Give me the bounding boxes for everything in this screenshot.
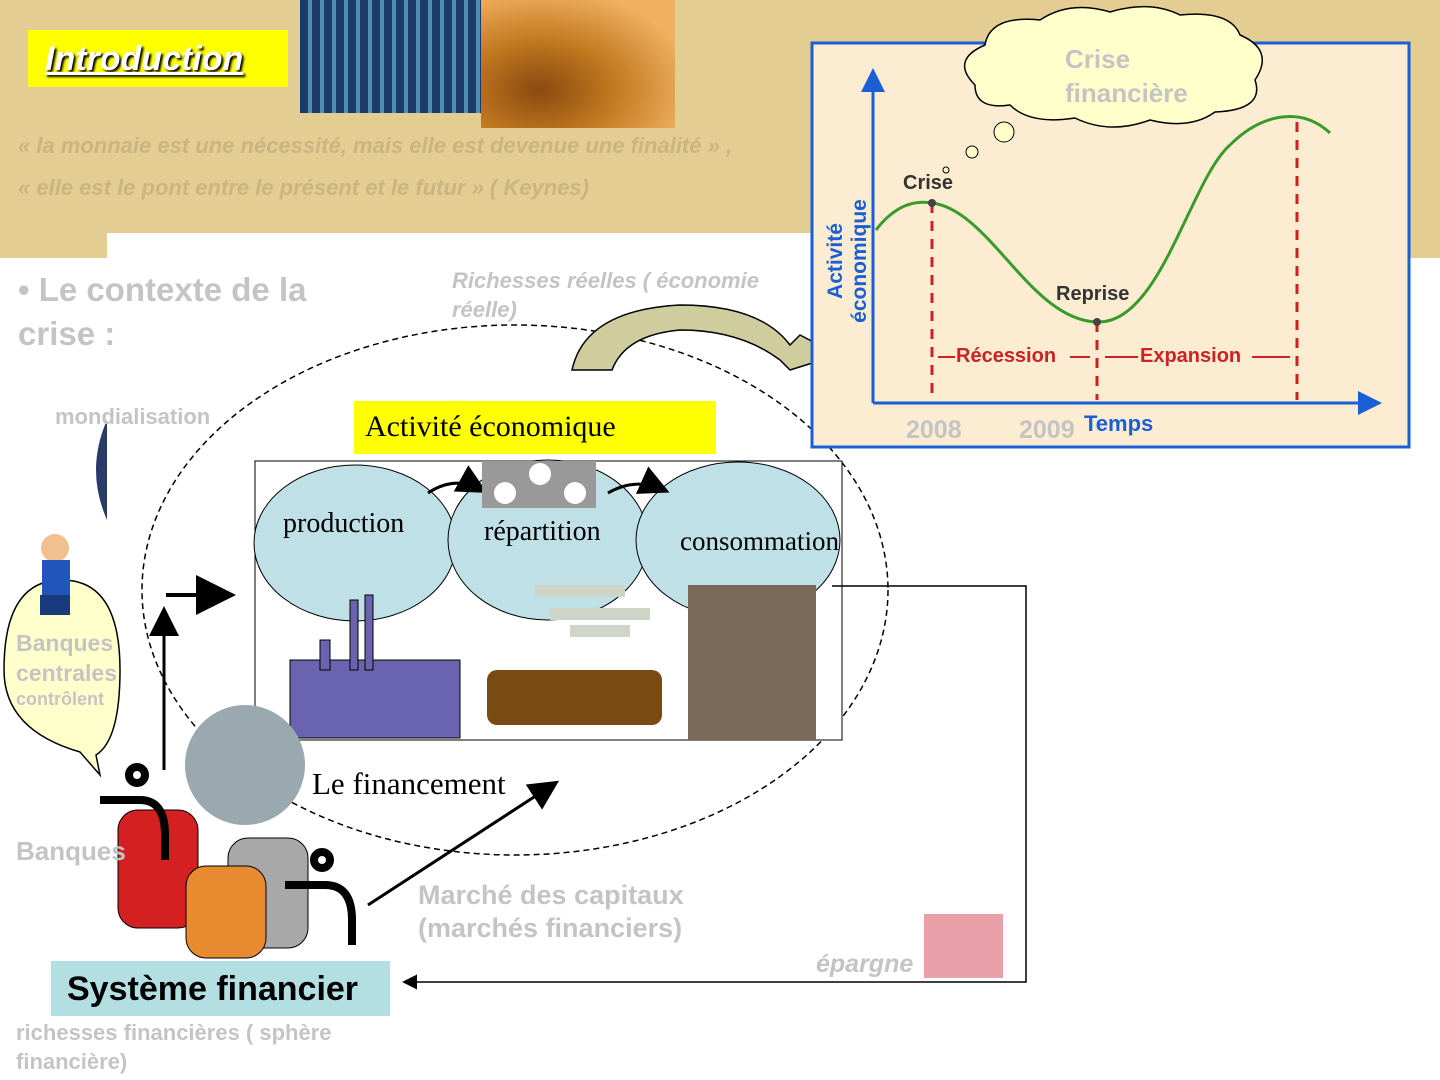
banknotes-icon [535, 585, 650, 637]
factory-icon [289, 594, 461, 739]
globe-icon [96, 420, 107, 520]
richesses-reelles-label: Richesses réelles ( économie réelle) [452, 268, 759, 322]
banknote-fan-icon [185, 705, 305, 825]
tick-2009: 2009 [1019, 416, 1075, 444]
crise-label: Crise [903, 172, 954, 194]
richesses-financieres-label: richesses financières ( sphère financièr… [16, 1020, 332, 1074]
recession-label: Récession [956, 345, 1057, 367]
small-arrow-1 [427, 465, 488, 495]
systeme-financier-box [51, 961, 390, 1016]
introduction-title [28, 30, 288, 87]
production-circle [253, 464, 457, 622]
wallet-icon [487, 670, 662, 725]
bubble-line-3: contrôlent [16, 689, 104, 709]
x-axis-label: Temps [1084, 411, 1154, 436]
repartition-label: répartition [484, 516, 601, 547]
faucet-icon-2 [285, 848, 356, 945]
bubble-line-2: centrales [16, 660, 118, 686]
banques-label: Banques [16, 836, 126, 866]
marche-capitaux-line-1: Marché des capitaux [418, 880, 684, 910]
piggy-bank-icon [924, 914, 1003, 978]
curved-block-arrow [571, 304, 840, 371]
policeman-icon [40, 534, 70, 615]
header-background-left [0, 233, 107, 258]
coins-photo [481, 0, 675, 128]
consommation-label: consommation [680, 526, 839, 556]
stock-board-photo [300, 0, 481, 113]
small-arrow-2 [607, 466, 670, 495]
supermarket-photo [688, 585, 816, 740]
tick-2008: 2008 [906, 416, 962, 444]
quote-line-1: « la monnaie est une nécessité, mais ell… [18, 133, 733, 158]
activite-economique-label: Activité économique [365, 410, 616, 443]
epargne-label: épargne [816, 950, 914, 978]
reprise-point [1093, 318, 1101, 326]
marche-capitaux-line-2: (marchés financiers) [418, 913, 683, 943]
expansion-label: Expansion [1140, 345, 1242, 367]
y-axis-label: Activité économique [824, 199, 871, 323]
header-background-right [1410, 233, 1440, 258]
savings-flow-line [402, 585, 1027, 990]
crise-point [928, 199, 936, 207]
activite-economique-box [354, 401, 716, 454]
thought-cloud [963, 5, 1263, 128]
introduction-title-text: Introduction [45, 40, 244, 78]
financement-label: Le financement [312, 766, 506, 801]
economy-ellipse [141, 324, 889, 856]
mondialisation-label: mondialisation [55, 404, 211, 429]
context-bullet: • Le contexte de la crise : [18, 271, 307, 352]
faucet-icon-1 [100, 763, 169, 860]
production-label: production [283, 508, 405, 539]
coin-stacks-icon [117, 809, 309, 959]
reprise-label: Reprise [1056, 283, 1130, 305]
bubble-line-1: Banques [16, 630, 114, 656]
financing-arrow [367, 780, 560, 907]
quote-line-2: « elle est le pont entre le présent et l… [18, 175, 589, 200]
systeme-financier-label: Système financier [67, 970, 359, 1008]
thought-cloud-text: Crise financière [1065, 44, 1188, 108]
